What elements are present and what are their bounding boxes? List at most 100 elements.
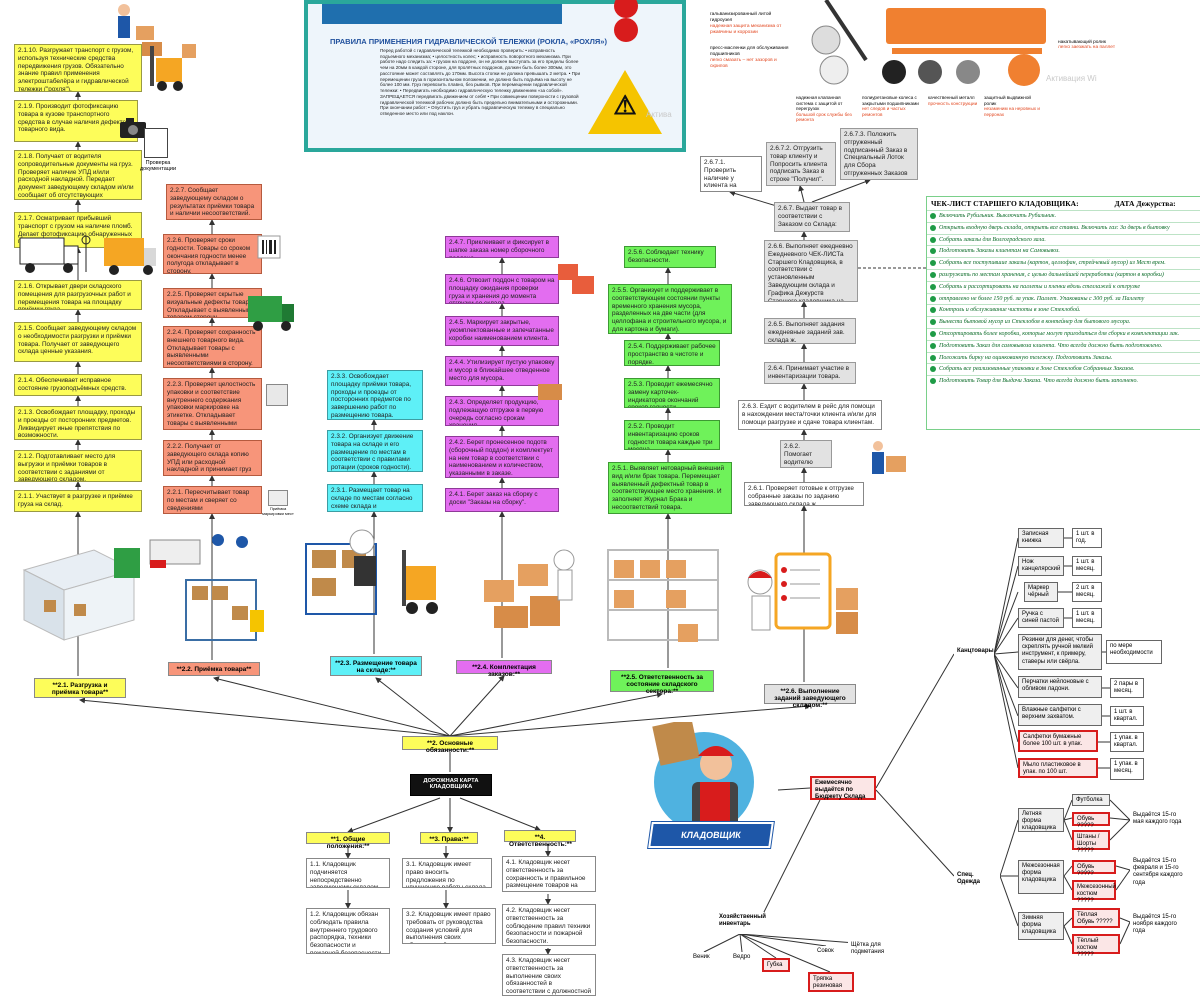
forklift-icon xyxy=(150,44,196,91)
supply-item: Влажные салфетки с верхним захватом. xyxy=(1018,704,1102,726)
poster-text: Перед работой с гидравлической тележкой … xyxy=(380,48,581,117)
marking-icon xyxy=(262,384,292,424)
truck-receiving-illustration xyxy=(149,534,264,641)
supply-qty: 1 упак. в месяц. xyxy=(1110,758,1144,780)
connector-line xyxy=(703,933,741,953)
task-2-5-5: 2.5.5. Организует и поддерживает в соотв… xyxy=(608,284,732,334)
task-2-2-4: 2.2.4. Проверяет сохранность внешнего то… xyxy=(163,326,262,368)
connector-line xyxy=(1063,917,1073,927)
supply-item: Салфетки бумажные более 100 шт. в упак. xyxy=(1018,730,1098,752)
checklist-row: Собрать заказы для Волгоградского зала. xyxy=(927,233,1200,246)
connector-line xyxy=(347,797,441,834)
pallet-label: защитный выдвижной ролик xyxy=(984,95,1031,106)
connector-line xyxy=(1063,865,1073,877)
checklist-rows: Включить Рубильник. Выключить Рубильник.… xyxy=(927,210,1200,387)
task-2-2-3: 2.2.3. Проверяет целостность упаковки и … xyxy=(163,378,262,430)
section-2-1-label: **2.1. Разгрузка и приёмка товара** xyxy=(34,678,126,698)
resp-4-2: 4.2. Кладовщик несет ответственность за … xyxy=(502,904,596,946)
supply-item: Мыло пластиковое в упак. по 100 шт. xyxy=(1018,758,1098,778)
pallet-label: накатывающий ролик xyxy=(1058,40,1106,45)
supply-qty: 1 упак. в квартал. xyxy=(1110,732,1144,752)
checklist-row: Подготовить Заказы клиентам на Самовывоз… xyxy=(927,245,1200,257)
task-2-5-2: 2.5.2. Проводит инвентаризацию сроков го… xyxy=(624,420,720,450)
task-2-3-1: 2.3.1. Размещает товар на складе по мест… xyxy=(327,484,423,512)
connector-line xyxy=(1063,875,1073,891)
connector-line xyxy=(759,799,821,921)
warning-triangle-icon xyxy=(588,70,662,134)
task-2-6-7-3: 2.6.7.3. Положить отгруженный подписанны… xyxy=(840,128,918,180)
clothing-item: Межсезонный костюм ????? xyxy=(1072,880,1116,904)
task-2-4-3: 2.4.3. Определяет продукцию, подлежащую … xyxy=(445,396,559,426)
connector-line xyxy=(1115,869,1131,891)
checklist-row: Подготовить Товар для Выдачи Заказа. Что… xyxy=(927,375,1200,387)
workwear-node: Спец. Одежда xyxy=(954,870,1000,885)
household-item: Веник xyxy=(690,952,718,964)
task-2-4-5: 2.4.5. Маркирует закрытые, укомплектован… xyxy=(445,316,559,346)
summer-uniform-node: Летняя форма кладовщика xyxy=(1018,808,1064,832)
supply-item: Резинки для денег, чтобы скреплять ручно… xyxy=(1018,634,1102,670)
pallet-label: незаменим на неровных и перронах xyxy=(984,106,1040,117)
rights-3-1: 3.1. Кладовщик имеет право вносить предл… xyxy=(402,858,492,888)
issue-date: Выдаётся 15-го февраля и 15-го сентября … xyxy=(1130,856,1188,886)
connector-line xyxy=(875,653,955,789)
connector-line xyxy=(1063,819,1073,841)
supply-qty: по мере необходимости xyxy=(1106,640,1162,664)
barcode-icon xyxy=(257,235,281,259)
connector-line xyxy=(739,933,831,973)
camera-icon xyxy=(120,118,146,138)
task-2-2-2: 2.2.2. Получает от заведующего склада ко… xyxy=(163,440,262,476)
supply-qty: 1 шт. в квартал. xyxy=(1110,706,1144,726)
resp-4-3: 4.3. Кладовщик несет ответственность за … xyxy=(502,954,596,996)
documents-icon: Проверка документации xyxy=(136,128,180,174)
household-item: Щётка для подметания xyxy=(848,940,894,960)
household-item: Тряпка резиновая xyxy=(808,972,854,992)
storekeeper-banner: КЛАДОВЩИК xyxy=(648,822,774,848)
task-2-6-6: 2.6.6. Выполняет ежедневно Ежедневного Ч… xyxy=(764,240,858,302)
connector-line xyxy=(993,537,1019,655)
connector-line xyxy=(777,787,811,791)
connector-line xyxy=(1109,819,1131,841)
clothing-item: Штаны / Шорты ????? xyxy=(1072,830,1110,854)
task-2-3-2: 2.3.2. Организует движение товара на скл… xyxy=(327,430,423,472)
clothing-item: Обувь ????? xyxy=(1072,860,1116,877)
task-2-1-5: 2.1.5. Сообщает заведующему складом о не… xyxy=(14,322,142,362)
connector-line xyxy=(739,933,827,947)
connector-line xyxy=(739,933,743,953)
task-2-5-3: 2.5.3. Проводит ежемесячно замену карточ… xyxy=(624,378,720,408)
task-2-5-6: 2.5.6. Соблюдает технику безопасности. xyxy=(624,246,716,268)
green-truck-icon xyxy=(248,296,294,331)
connector-line xyxy=(79,697,451,737)
supply-qty: 2 шт. в месяц. xyxy=(1072,582,1102,602)
task-2-1-9: 2.1.9. Производит фотофиксацию товара в … xyxy=(14,100,138,142)
clothing-item: Тёплый костюм ????? xyxy=(1072,934,1120,958)
stationery-node: Канцтовары xyxy=(954,646,994,660)
connector-line xyxy=(1063,817,1073,821)
section-2-2-label: **2.2. Приёмка товара** xyxy=(168,662,260,676)
clothing-item: Тёплая Обувь ????? xyxy=(1072,908,1120,928)
connector-line xyxy=(213,676,451,737)
storekeeper-person-icon xyxy=(652,718,754,832)
task-2-6-4: 2.6.4. Принимает участие в инвентаризаци… xyxy=(764,362,856,384)
task-2-1-10: 2.1.10. Разгружает транспорт с грузом, и… xyxy=(14,44,142,92)
checklist-title: ЧЕК-ЛИСТ СТАРШЕГО КЛАДОВЩИКА: xyxy=(931,199,1079,208)
watermark-text: Активация Wi xyxy=(1046,74,1097,83)
connector-line xyxy=(1119,917,1131,923)
warning-lift-icon: ⚠ xyxy=(613,90,637,120)
pallet-label: полиуретановые колеса с закрытыми подшип… xyxy=(862,95,919,106)
task-2-1-3: 2.1.3. Освобождает площадку, проходы и п… xyxy=(14,406,142,440)
checklist-row: Собрать все реализованные упаковки в Зон… xyxy=(927,363,1200,375)
connector-line xyxy=(1063,925,1073,945)
storekeeper-badge: КЛАДОВЩИК xyxy=(640,718,778,856)
traffic-light-icon xyxy=(614,0,638,42)
task-2-6-7: 2.6.7. Выдает товар в соответствии с Зак… xyxy=(774,202,850,232)
checklist-person-illustration xyxy=(747,552,858,634)
task-2-1-1: 2.1.1. Участвует в разгрузке и приёмке г… xyxy=(14,490,142,512)
checklist-header: ЧЕК-ЛИСТ СТАРШЕГО КЛАДОВЩИКА: ДАТА Дежур… xyxy=(927,197,1200,210)
pallet-label: надежная защита механизма от ржавчины и … xyxy=(710,23,782,35)
pallet-jack-rules-poster: ПРАВИЛА ПРИМЕНЕНИЯ ГИДРАВЛИЧЕСКОЙ ТЕЛЕЖК… xyxy=(304,0,686,152)
main-duties-label: **2. Основные обязанности:** xyxy=(402,736,498,754)
household-item: Ведро xyxy=(730,952,756,964)
supply-qty: 2 пары в месяц. xyxy=(1110,678,1144,698)
warehouse-room-illustration xyxy=(22,548,140,641)
connector-line xyxy=(875,789,955,877)
